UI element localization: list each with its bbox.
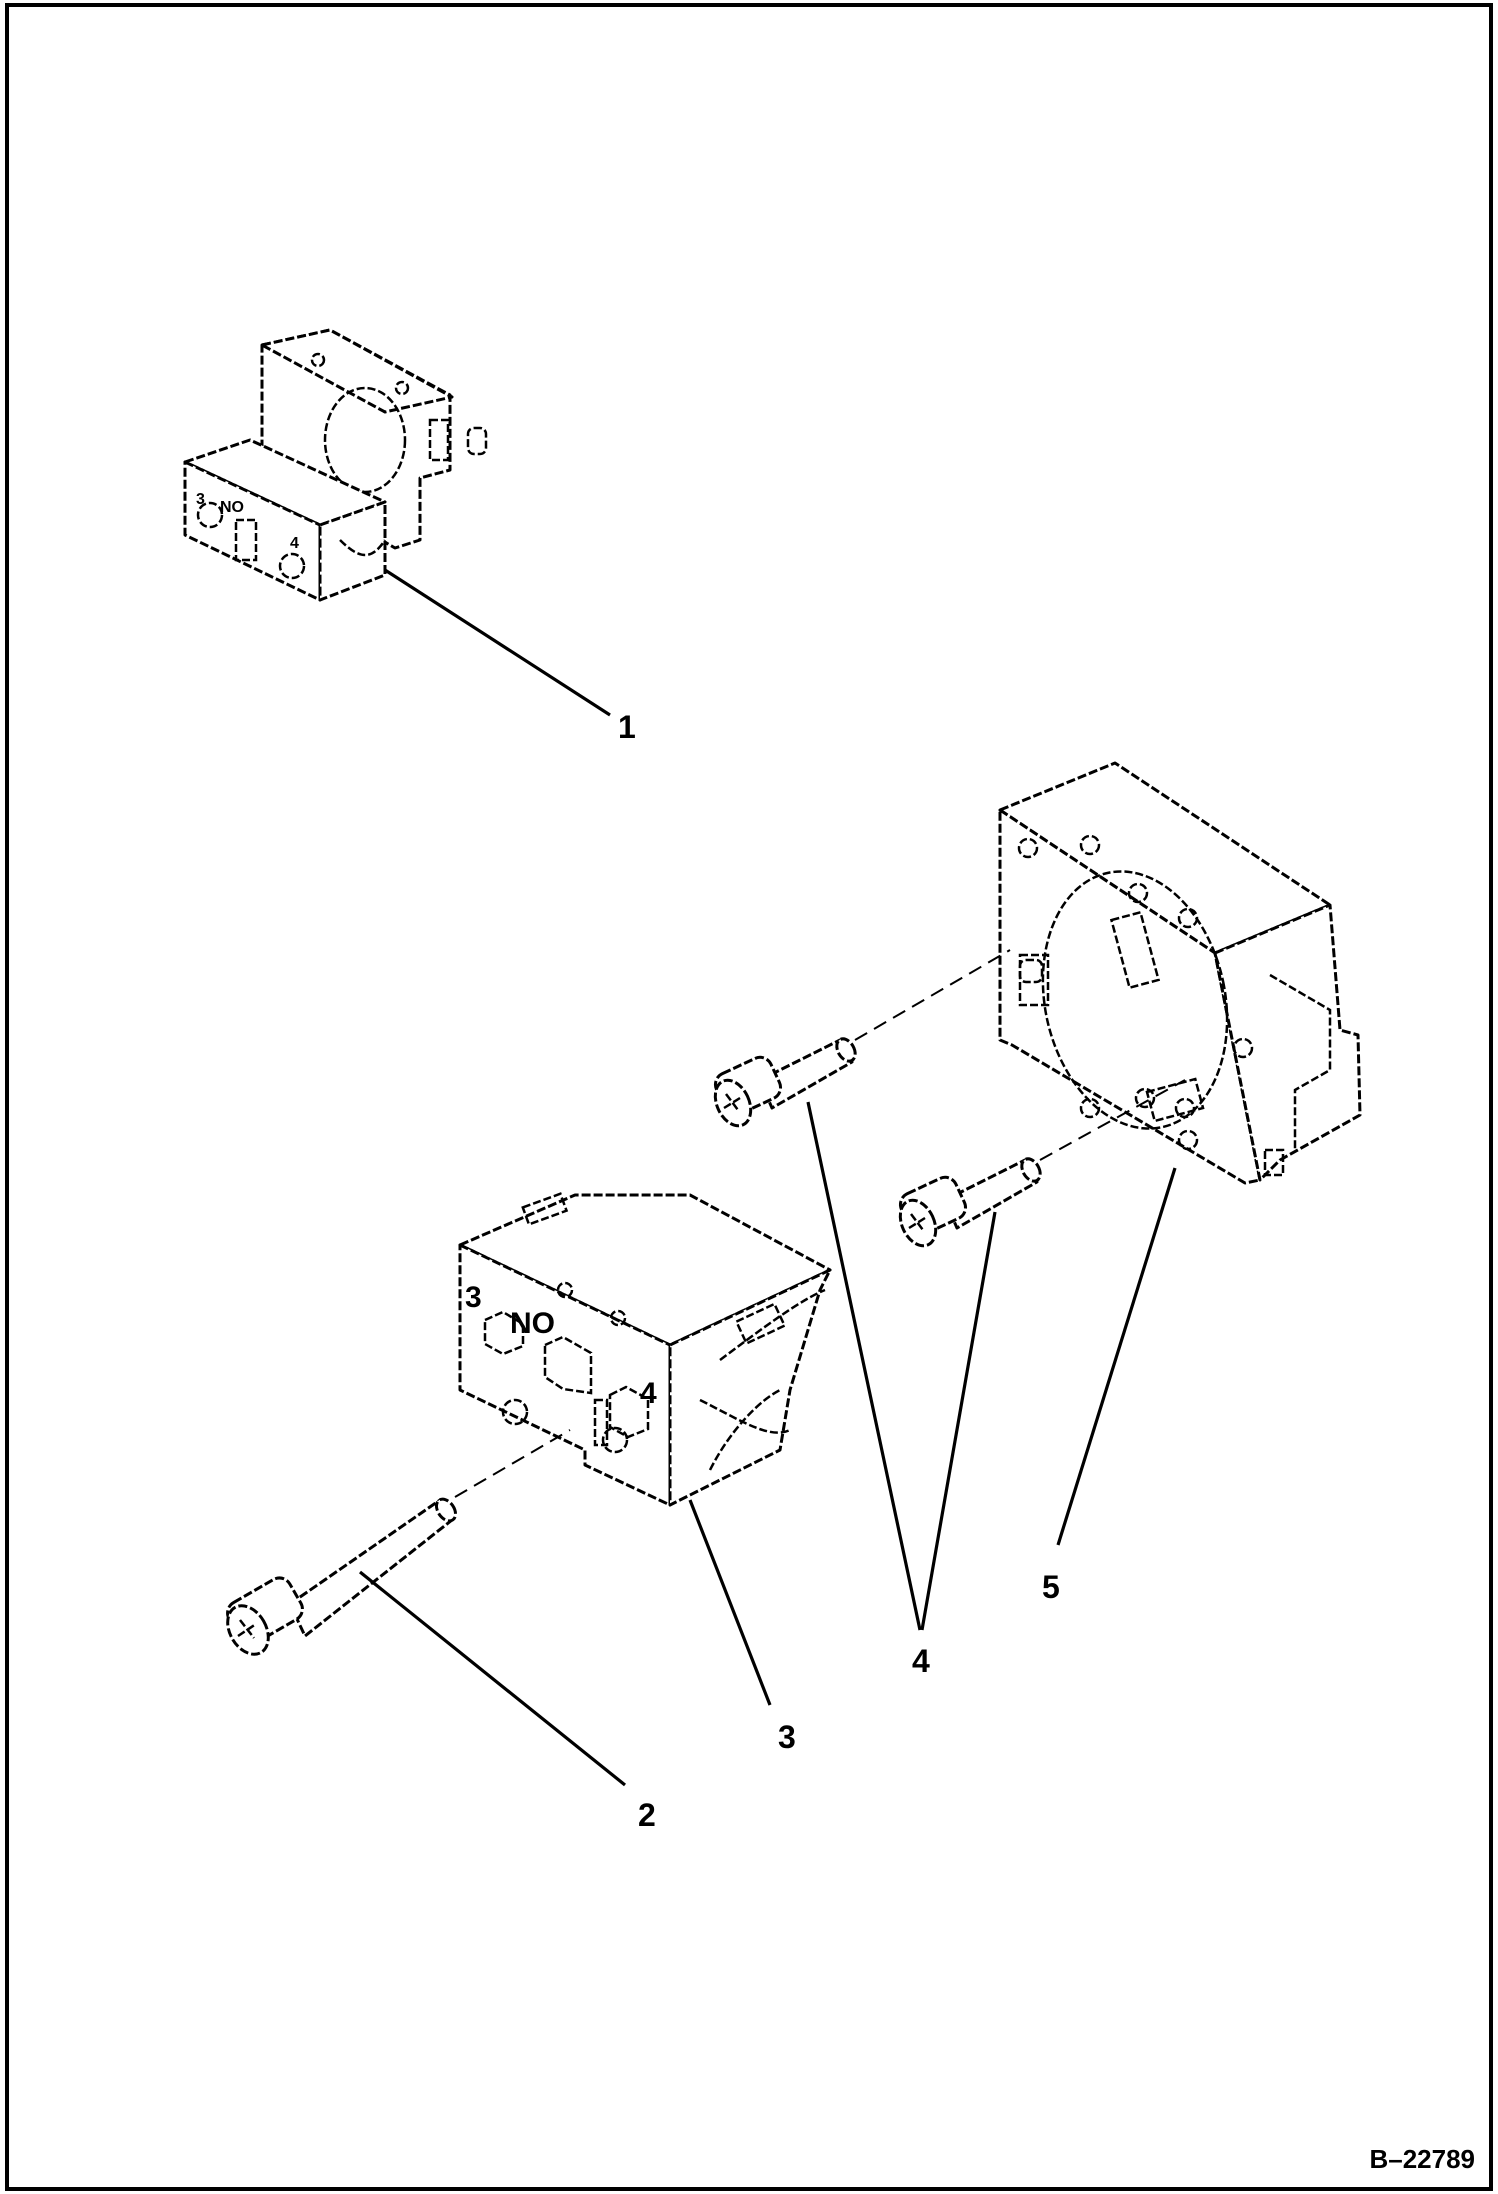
callout-2: 2 xyxy=(638,1797,656,1833)
leader-line-2 xyxy=(358,1570,627,1787)
block-marking-no: NO xyxy=(510,1307,555,1340)
small-block-marking-no: NO xyxy=(220,499,244,516)
small-block-marking-4: 4 xyxy=(290,535,299,552)
short-screw-lower-illustration xyxy=(898,1157,1042,1248)
axis-line-lower-screw xyxy=(1039,1079,1186,1161)
assembled-switch-illustration: 3 NO 4 xyxy=(183,328,488,602)
leader-line-3 xyxy=(688,1499,772,1706)
leader-line-4a xyxy=(806,1101,922,1631)
block-marking-4: 4 xyxy=(640,1377,657,1410)
axis-line-long-screw xyxy=(454,1429,571,1498)
long-screw-illustration xyxy=(226,1497,458,1656)
leader-line-4b xyxy=(920,1211,997,1631)
callout-3: 3 xyxy=(778,1719,796,1755)
leader-line-1 xyxy=(384,568,611,717)
mounting-adapter-illustration xyxy=(998,761,1362,1185)
page-border xyxy=(5,3,1493,2191)
block-marking-3: 3 xyxy=(465,1281,482,1314)
small-block-marking-3: 3 xyxy=(196,491,205,508)
callout-4: 4 xyxy=(912,1643,930,1679)
callout-5: 5 xyxy=(1042,1569,1060,1605)
short-screw-upper-illustration xyxy=(713,1037,857,1128)
contact-block-illustration: 3 NO 4 xyxy=(458,1192,832,1507)
axis-line-upper-screw xyxy=(854,949,1011,1041)
callout-1: 1 xyxy=(618,709,636,745)
drawing-id: B–22789 xyxy=(1369,2144,1475,2174)
leader-line-5 xyxy=(1056,1167,1177,1546)
